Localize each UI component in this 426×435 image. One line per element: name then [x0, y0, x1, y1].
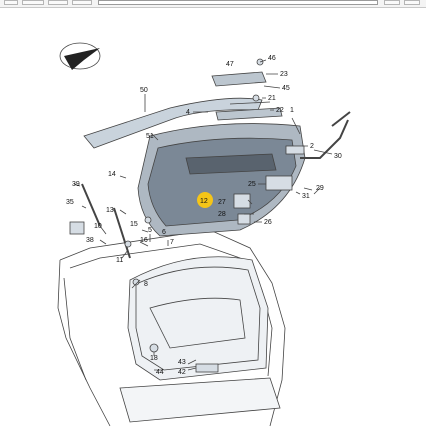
callout-30[interactable]: 30: [334, 153, 342, 160]
print-button[interactable]: [384, 0, 400, 5]
callout-18[interactable]: 18: [150, 355, 158, 362]
callout-2[interactable]: 2: [310, 143, 314, 150]
callout-46[interactable]: 46: [268, 55, 276, 62]
viewer-toolbar: [0, 0, 426, 8]
callout-4[interactable]: 4: [186, 109, 190, 116]
callout-51[interactable]: 51: [146, 133, 154, 140]
callout-15[interactable]: 15: [130, 221, 138, 228]
callout-16[interactable]: 16: [140, 237, 148, 244]
zoom-out-button[interactable]: [22, 0, 44, 5]
callout-27[interactable]: 27: [218, 199, 226, 206]
callout-44[interactable]: 44: [156, 369, 164, 376]
callout-35[interactable]: 35: [66, 199, 74, 206]
callout-45[interactable]: 45: [282, 85, 290, 92]
exploded-view-svg: 50 51 4 47 46 23 45 21 22 1 2 30 25 29 3…: [57, 42, 351, 427]
car-body-outline: [57, 229, 286, 427]
direction-logo: [59, 42, 101, 70]
callout-47[interactable]: 47: [226, 61, 234, 68]
callout-11[interactable]: 11: [116, 257, 123, 264]
callout-21[interactable]: 21: [268, 95, 276, 102]
callout-31[interactable]: 31: [302, 193, 310, 200]
callout-1[interactable]: 1: [290, 107, 294, 114]
callout-28[interactable]: 28: [218, 211, 226, 218]
rotate-button[interactable]: [72, 0, 92, 5]
trunk-opening: [127, 256, 269, 381]
callout-38[interactable]: 38: [86, 237, 94, 244]
callout-6[interactable]: 6: [162, 229, 166, 236]
callout-29[interactable]: 29: [316, 185, 324, 192]
callout-8[interactable]: 8: [144, 281, 148, 288]
callout-22[interactable]: 22: [276, 107, 284, 114]
close-button[interactable]: [404, 0, 420, 5]
callout-10[interactable]: 10: [94, 223, 102, 230]
callout-5[interactable]: 5: [148, 227, 152, 234]
address-field[interactable]: [98, 0, 378, 5]
back-button[interactable]: [4, 0, 18, 5]
callout-7[interactable]: 7: [170, 239, 174, 246]
callout-13[interactable]: 13: [106, 207, 114, 214]
callout-50[interactable]: 50: [140, 87, 148, 94]
callout-25[interactable]: 25: [248, 181, 256, 188]
callout-12[interactable]: 12: [200, 198, 208, 205]
highlighted-callout-marker: [197, 192, 213, 208]
callout-39[interactable]: 39: [72, 181, 80, 188]
callout-42[interactable]: 42: [178, 369, 186, 376]
callout-14[interactable]: 14: [108, 171, 116, 178]
callout-26[interactable]: 26: [264, 219, 272, 226]
parts-diagram: 50 51 4 47 46 23 45 21 22 1 2 30 25 29 3…: [0, 8, 426, 430]
zoom-in-button[interactable]: [48, 0, 68, 5]
callout-23[interactable]: 23: [280, 71, 288, 78]
callout-43[interactable]: 43: [178, 359, 186, 366]
